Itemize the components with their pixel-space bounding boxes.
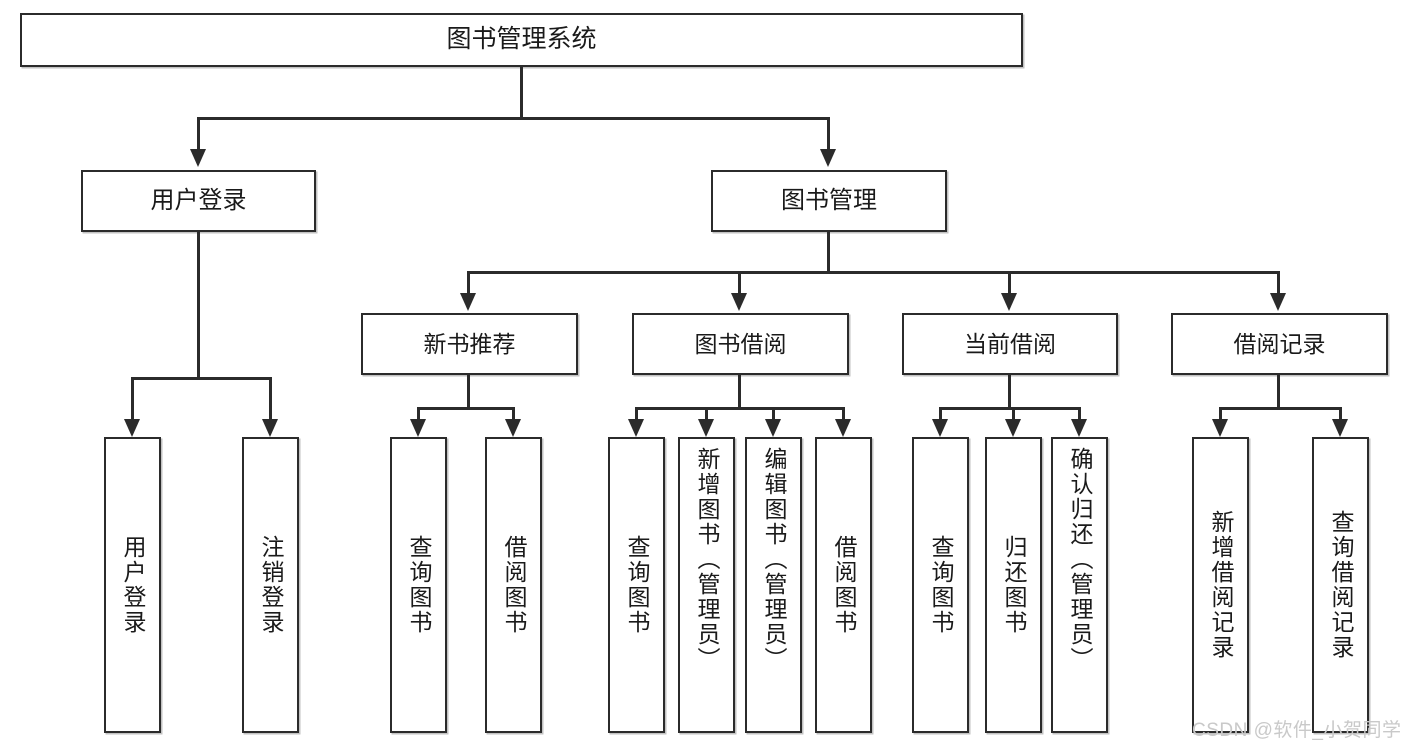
- node-label: 新增借阅记录: [1208, 510, 1234, 660]
- node-leaf-edit-book-admin: 编辑图书（管理员）: [745, 437, 802, 733]
- node-label: 确认归还（管理员）: [1067, 447, 1093, 672]
- connector-new-book-bus: [417, 407, 513, 410]
- connector-new-book-drop-2: [512, 407, 515, 419]
- node-leaf-query-book-2: 查询图书: [608, 437, 665, 733]
- node-leaf-add-book-admin: 新增图书（管理员）: [678, 437, 735, 733]
- arrowhead-leaf-logout-login: [262, 419, 278, 437]
- connector-book-borrow-bus: [635, 407, 845, 410]
- connector-book-borrow-drop-2: [705, 407, 708, 419]
- arrowhead-book-borrow: [731, 293, 747, 311]
- csdn-watermark: CSDN @软件_小贺同学: [1192, 720, 1402, 741]
- connector-book-manage-bus: [467, 271, 1279, 274]
- arrowhead-leaf-confirm-return-admin: [1071, 419, 1087, 437]
- node-label: 当前借阅: [964, 330, 1056, 357]
- node-user-login: 用户登录: [81, 170, 316, 232]
- connector-user-login-bus: [131, 377, 271, 380]
- arrowhead-leaf-borrow-book-1: [505, 419, 521, 437]
- node-label: 图书借阅: [694, 330, 787, 357]
- node-leaf-borrow-book-1: 借阅图书: [485, 437, 542, 733]
- node-label: 查询图书: [928, 535, 954, 635]
- connector-borrow-record-drop-2: [1339, 407, 1342, 419]
- connector-root-drop-user-login: [197, 117, 200, 149]
- connector-root-bus: [197, 117, 829, 120]
- node-label: 查询借阅记录: [1328, 510, 1354, 660]
- arrowhead-leaf-query-book-1: [410, 419, 426, 437]
- connector-current-borrow-drop-3: [1078, 407, 1081, 419]
- node-leaf-user-login: 用户登录: [104, 437, 161, 733]
- node-label: 图书管理系统: [446, 25, 597, 54]
- arrowhead-leaf-query-borrow-record: [1332, 419, 1348, 437]
- node-label: 新书推荐: [423, 330, 516, 357]
- node-label: 新增图书（管理员）: [694, 447, 720, 672]
- connector-current-borrow-drop-1: [939, 407, 942, 419]
- node-leaf-query-borrow-record: 查询借阅记录: [1312, 437, 1369, 733]
- connector-book-manage-drop-2: [738, 271, 741, 293]
- node-label: 图书管理: [781, 187, 877, 214]
- connector-book-manage-drop-1: [467, 271, 470, 293]
- node-leaf-borrow-book-2: 借阅图书: [815, 437, 872, 733]
- node-label: 借阅记录: [1233, 330, 1326, 357]
- connector-book-borrow-drop-1: [635, 407, 638, 419]
- node-label: 注销登录: [258, 535, 284, 635]
- node-label: 用户登录: [120, 535, 146, 635]
- node-current-borrow: 当前借阅: [902, 313, 1118, 375]
- node-label: 借阅图书: [501, 535, 527, 635]
- connector-current-borrow-stem: [1008, 375, 1011, 407]
- connector-book-manage-drop-3: [1008, 271, 1011, 293]
- arrowhead-leaf-borrow-book-2: [835, 419, 851, 437]
- arrowhead-leaf-add-book-admin: [698, 419, 714, 437]
- arrowhead-leaf-return-book: [1005, 419, 1021, 437]
- arrowhead-new-book-recommend: [460, 293, 476, 311]
- connector-current-borrow-drop-2: [1012, 407, 1015, 419]
- connector-new-book-drop-1: [417, 407, 420, 419]
- arrowhead-leaf-query-book-2: [628, 419, 644, 437]
- arrowhead-leaf-edit-book-admin: [765, 419, 781, 437]
- connector-user-login-drop-1: [131, 377, 134, 419]
- connector-borrow-record-stem: [1277, 375, 1280, 407]
- node-book-borrow: 图书借阅: [632, 313, 849, 375]
- connector-book-borrow-stem: [738, 375, 741, 407]
- arrowhead-leaf-query-book-3: [932, 419, 948, 437]
- connector-borrow-record-drop-1: [1219, 407, 1222, 419]
- node-label: 查询图书: [624, 535, 650, 635]
- arrowhead-current-borrow: [1001, 293, 1017, 311]
- connector-new-book-stem: [467, 375, 470, 407]
- node-label: 借阅图书: [831, 535, 857, 635]
- connector-borrow-record-bus: [1219, 407, 1341, 410]
- arrowhead-book-manage: [820, 149, 836, 167]
- node-label: 查询图书: [406, 535, 432, 635]
- node-leaf-return-book: 归还图书: [985, 437, 1042, 733]
- node-root-book-management-system: 图书管理系统: [20, 13, 1023, 67]
- connector-user-login-drop-2: [269, 377, 272, 419]
- node-leaf-query-book-1: 查询图书: [390, 437, 447, 733]
- node-label: 用户登录: [150, 187, 247, 214]
- connector-book-manage-stem: [827, 232, 830, 271]
- node-borrow-record: 借阅记录: [1171, 313, 1388, 375]
- connector-book-manage-drop-4: [1277, 271, 1280, 293]
- node-leaf-add-borrow-record: 新增借阅记录: [1192, 437, 1249, 733]
- node-new-book-recommend: 新书推荐: [361, 313, 578, 375]
- connector-current-borrow-bus: [939, 407, 1079, 410]
- arrowhead-user-login: [190, 149, 206, 167]
- arrowhead-leaf-add-borrow-record: [1212, 419, 1228, 437]
- arrowhead-leaf-user-login: [124, 419, 140, 437]
- connector-root-stem: [520, 67, 523, 117]
- node-leaf-logout-login: 注销登录: [242, 437, 299, 733]
- connector-book-borrow-drop-4: [842, 407, 845, 419]
- node-leaf-query-book-3: 查询图书: [912, 437, 969, 733]
- node-leaf-confirm-return-admin: 确认归还（管理员）: [1051, 437, 1108, 733]
- connector-root-drop-book-manage: [827, 117, 830, 149]
- connector-book-borrow-drop-3: [772, 407, 775, 419]
- node-label: 编辑图书（管理员）: [761, 447, 787, 672]
- node-book-management: 图书管理: [711, 170, 947, 232]
- connector-user-login-stem: [197, 232, 200, 377]
- node-label: 归还图书: [1001, 535, 1027, 635]
- arrowhead-borrow-record: [1270, 293, 1286, 311]
